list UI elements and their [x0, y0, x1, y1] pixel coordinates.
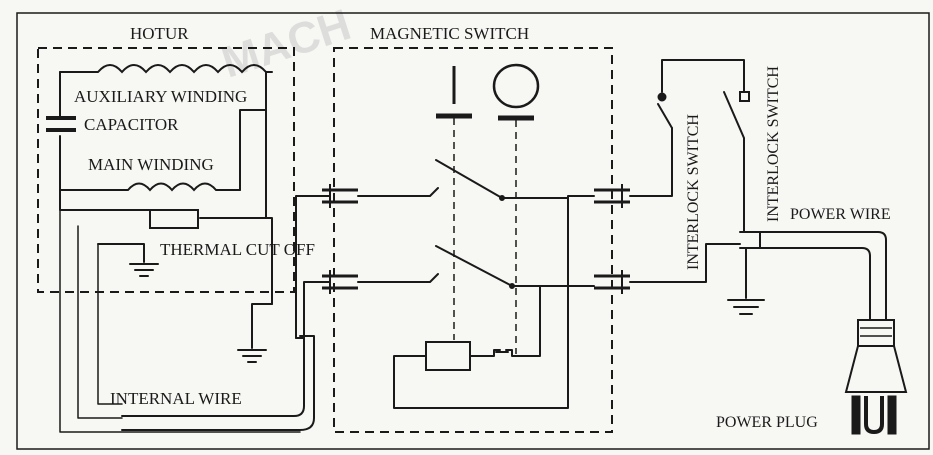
contact-top-blade — [435, 159, 595, 199]
internal-wire-1 — [59, 209, 301, 433]
power-wire-outer — [759, 231, 887, 321]
thermal-left-lead — [59, 189, 151, 211]
switch-terminal-left-bottom — [322, 270, 358, 294]
magnetic-switch-box — [333, 47, 613, 433]
power-wire-inner — [759, 247, 871, 321]
motor-to-switch-wire-1 — [295, 195, 331, 339]
interlock-switch-2-label: INTERLOCK SWITCH — [765, 66, 782, 222]
interlock-1-contact-icon — [657, 92, 667, 102]
switch-terminal-left-top — [322, 184, 358, 208]
switch-terminal-right-top — [594, 184, 630, 208]
interlock-1-blade — [657, 103, 673, 129]
interlock-switch-1-label: INTERLOCK SWITCH — [685, 114, 702, 270]
thermal-to-ground-wire — [265, 217, 273, 305]
start-button-icon — [492, 63, 540, 109]
contact-bottom-left — [357, 273, 439, 283]
power-plug-icon — [844, 319, 908, 435]
power-plug-label: POWER PLUG — [716, 414, 818, 431]
main-winding-coil — [127, 182, 217, 192]
switch-out-bottom-wire — [629, 243, 741, 283]
switch-terminal-right-bottom — [594, 270, 630, 294]
contact-top-left — [357, 187, 439, 197]
power-wire-label: POWER WIRE — [790, 206, 891, 223]
relay-coil-loop — [393, 197, 569, 409]
main-winding-label: MAIN WINDING — [88, 155, 214, 174]
auxiliary-winding-coil — [97, 64, 267, 74]
diagram-frame — [16, 12, 930, 450]
power-junction — [739, 231, 761, 249]
contact-bottom-pivot — [509, 283, 515, 289]
magnetic-switch-title: MAGNETIC SWITCH — [370, 24, 529, 43]
thermal-cut-off-label: THERMAL CUT OFF — [160, 240, 315, 259]
relay-coil — [425, 341, 471, 371]
relay-hold-contact — [469, 285, 541, 357]
contact-top-pivot — [499, 195, 505, 201]
motor-to-switch-wire-2 — [303, 281, 331, 339]
motor-box — [37, 47, 295, 293]
capacitor-label: CAPACITOR — [84, 115, 179, 134]
thermal-cut-off — [149, 209, 199, 229]
interlock-2-contact-icon — [739, 91, 750, 102]
internal-wire-2 — [77, 225, 123, 419]
interlock-link-wire — [661, 59, 745, 93]
internal-wire-sleeve — [121, 337, 305, 417]
motor-box-title: HOTUR — [130, 24, 189, 43]
internal-wire-3 — [97, 243, 123, 405]
interlock-2-blade — [723, 91, 745, 233]
switch-out-top-wire — [629, 127, 673, 197]
auxiliary-winding-label: AUXILIARY WINDING — [74, 87, 247, 106]
contact-bottom-blade — [435, 245, 595, 287]
motor-ground-lead — [97, 243, 145, 263]
internal-ground-lead — [251, 303, 273, 349]
internal-wire-label: INTERNAL WIRE — [110, 389, 242, 408]
internal-wire-sleeve-outer — [121, 335, 315, 431]
